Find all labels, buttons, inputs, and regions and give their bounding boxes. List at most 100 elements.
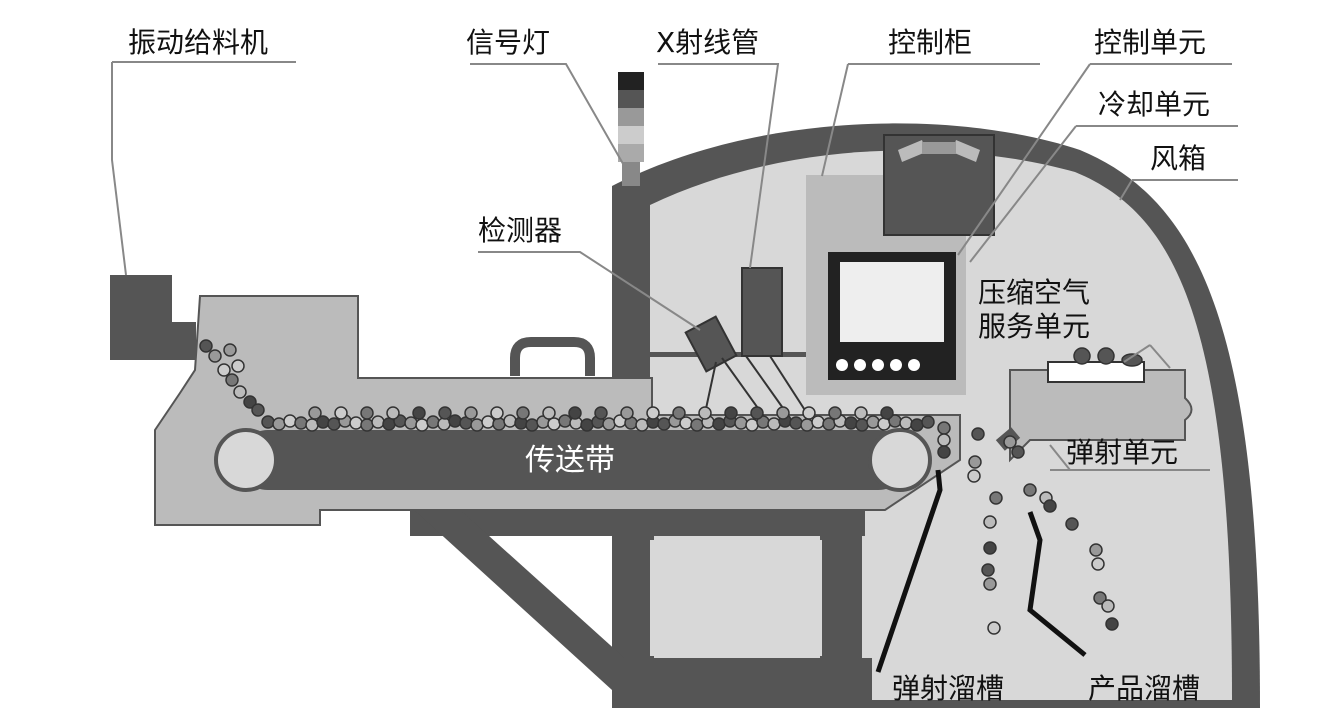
- label-reject-chute: 弹射溜槽: [892, 672, 1004, 705]
- leader-lines: [111, 61, 1238, 471]
- cooling-fan-icon: [898, 140, 980, 162]
- particle: [371, 415, 385, 429]
- label-conveyor-belt: 传送带: [525, 443, 615, 478]
- particle: [802, 406, 816, 420]
- particle: [750, 406, 764, 420]
- particle: [412, 406, 426, 420]
- particle: [712, 417, 726, 431]
- particle: [503, 414, 517, 428]
- particle: [1043, 499, 1057, 513]
- particle: [464, 406, 478, 420]
- particle: [470, 418, 484, 432]
- xray-tube: [741, 267, 783, 357]
- particle: [937, 445, 951, 459]
- particle: [305, 418, 319, 432]
- label-compressed-air-line2: 服务单元: [978, 310, 1090, 343]
- label-control-cabinet: 控制柜: [888, 26, 972, 59]
- reject-chute-line: [875, 469, 943, 673]
- particle: [983, 515, 997, 529]
- particle: [1011, 445, 1025, 459]
- particle: [243, 395, 257, 409]
- particle: [1091, 557, 1105, 571]
- particle: [620, 406, 634, 420]
- particle: [844, 416, 858, 430]
- particle: [223, 343, 237, 357]
- particle: [822, 417, 836, 431]
- particle: [580, 418, 594, 432]
- particle: [745, 418, 759, 432]
- air-valve-icons: [1073, 347, 1143, 367]
- particle: [415, 418, 429, 432]
- particle: [937, 421, 951, 435]
- label-xray-tube: X射线管: [656, 26, 759, 59]
- particle: [199, 339, 213, 353]
- label-control-unit: 控制单元: [1094, 26, 1206, 59]
- label-detector: 检测器: [478, 214, 562, 247]
- belt-roller-left: [214, 428, 278, 492]
- particle: [734, 416, 748, 430]
- particle: [272, 417, 286, 431]
- label-vibrating-feeder: 振动给料机: [128, 26, 268, 59]
- particle: [558, 414, 572, 428]
- particle: [404, 416, 418, 430]
- particle: [657, 417, 671, 431]
- control-unit-screen: [840, 262, 944, 342]
- particle: [360, 406, 374, 420]
- particle: [724, 406, 738, 420]
- compressed-air-manifold: [1047, 361, 1145, 383]
- particle: [437, 417, 451, 431]
- particle: [937, 433, 951, 447]
- particle: [776, 406, 790, 420]
- particle: [225, 373, 239, 387]
- particle: [1093, 591, 1107, 605]
- particle: [1089, 543, 1103, 557]
- particle: [1105, 617, 1119, 631]
- detector: [684, 315, 738, 373]
- particle: [382, 417, 396, 431]
- particle: [547, 417, 561, 431]
- particle: [690, 418, 704, 432]
- particle: [360, 418, 374, 432]
- particle: [438, 406, 452, 420]
- particle: [490, 406, 504, 420]
- particle: [899, 416, 913, 430]
- particle: [811, 415, 825, 429]
- particle: [1023, 483, 1037, 497]
- particle: [989, 491, 1003, 505]
- particle: [983, 577, 997, 591]
- particle: [602, 417, 616, 431]
- label-compressed-air-line1: 压缩空气: [978, 276, 1090, 309]
- belt-roller-right: [868, 428, 932, 492]
- particle: [251, 403, 265, 417]
- label-ejection-unit: 弹射单元: [1066, 436, 1178, 469]
- particle: [294, 416, 308, 430]
- particles: [199, 339, 1119, 635]
- particle: [349, 416, 363, 430]
- particle: [1101, 599, 1115, 613]
- product-chute-line: [1027, 511, 1087, 657]
- particle: [635, 418, 649, 432]
- particle: [698, 406, 712, 420]
- particle: [386, 406, 400, 420]
- particle: [866, 415, 880, 429]
- particle: [828, 406, 842, 420]
- particle: [327, 417, 341, 431]
- label-product-chute: 产品溜槽: [1088, 672, 1200, 705]
- particle: [426, 415, 440, 429]
- ejection-unit-housing: [1009, 369, 1193, 463]
- particle: [308, 406, 322, 420]
- particle: [208, 349, 222, 363]
- particle: [921, 415, 935, 429]
- particle: [1003, 435, 1017, 449]
- particle: [672, 406, 686, 420]
- particle: [767, 417, 781, 431]
- label-signal-light: 信号灯: [466, 26, 550, 59]
- particle: [855, 418, 869, 432]
- particle: [516, 406, 530, 420]
- particle: [448, 414, 462, 428]
- chassis-handle: [510, 337, 595, 376]
- particle: [233, 385, 247, 399]
- support-frame: [410, 508, 872, 708]
- signal-light: [618, 72, 644, 186]
